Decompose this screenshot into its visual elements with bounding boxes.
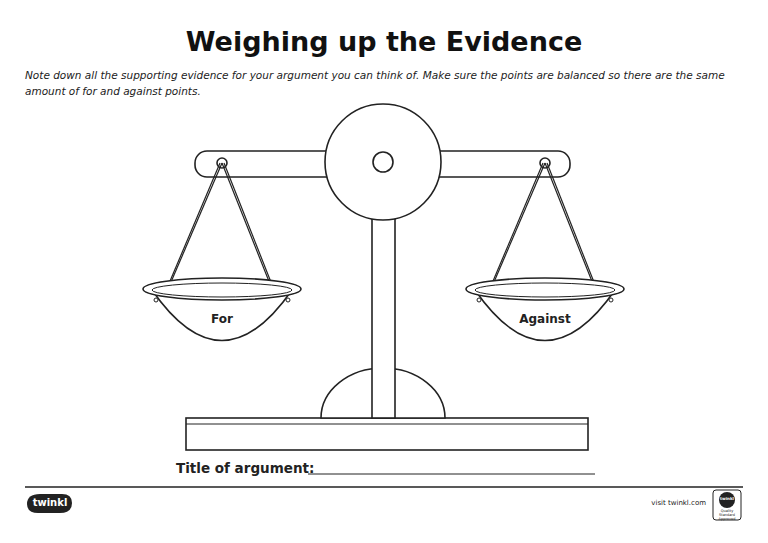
website-text: visit twinkl.com	[600, 499, 706, 507]
scale-pan: Against	[465, 276, 625, 358]
badge-logo-text: twinkl	[719, 496, 735, 501]
logo-text: twinkl	[32, 497, 68, 508]
pan-label: For	[142, 312, 302, 326]
argument-title-label: Title of argument:	[176, 460, 314, 476]
page-title: Weighing up the Evidence	[0, 26, 768, 57]
scale-pan: For	[142, 276, 302, 358]
instructions: Note down all the supporting evidence fo…	[25, 67, 745, 99]
badge-text: Quality Standard Approved	[714, 509, 740, 521]
pan-label: Against	[465, 312, 625, 326]
